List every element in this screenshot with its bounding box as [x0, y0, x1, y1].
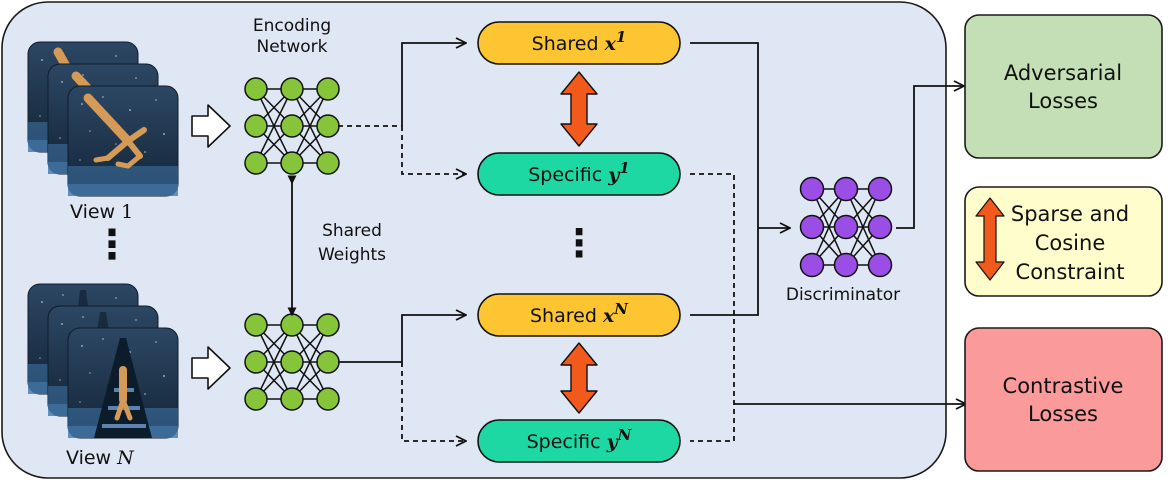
encoder-node	[280, 350, 304, 374]
encoder-node	[244, 313, 268, 337]
svg-text:Sparse and: Sparse and	[1011, 202, 1129, 226]
adversarial-losses-box: Adversarial Losses	[964, 14, 1163, 159]
encoder-node	[244, 151, 268, 175]
specific-to-contrastive-connectors	[690, 173, 735, 442]
discriminator-node	[833, 214, 859, 240]
encoder-node	[244, 350, 268, 374]
svg-text:Losses: Losses	[1028, 89, 1098, 113]
encoder-node	[280, 114, 304, 138]
encoder-node	[316, 387, 340, 411]
encoder-bottom-connectors	[338, 315, 466, 441]
shared-xn-pill: Shared xN	[477, 293, 681, 337]
shared-x1-pill: Shared x1	[477, 21, 681, 65]
network-edge	[811, 188, 847, 266]
svg-text:Shared x1: Shared x1	[532, 28, 627, 55]
hollow-right-arrow-icon	[191, 346, 231, 390]
orange-double-arrow-icon	[560, 71, 598, 147]
encoding-network-bottom	[244, 313, 340, 411]
discriminator-node	[799, 214, 825, 240]
constraint-box: Sparse and Cosine Constraint	[964, 186, 1163, 297]
encoder-node	[316, 151, 340, 175]
view-1-label: View 1	[70, 201, 133, 223]
network-edge	[845, 188, 881, 266]
discriminator-node	[833, 176, 859, 202]
encoder-title-line1: Encoding	[253, 16, 331, 36]
encoder-node	[280, 313, 304, 337]
features-ellipsis: ⋮	[560, 221, 598, 265]
discriminator-node	[799, 176, 825, 202]
encoder-node	[316, 313, 340, 337]
shared-to-discriminator-connectors	[690, 42, 790, 316]
specific-yn-pill: Specific yN	[477, 419, 681, 463]
contrastive-losses-box: Contrastive Losses	[964, 327, 1163, 472]
svg-text:Losses: Losses	[1028, 402, 1098, 426]
svg-text:Specific yN: Specific yN	[527, 426, 633, 453]
hollow-right-arrow-icon	[191, 104, 231, 148]
discriminator-node	[867, 214, 893, 240]
view-n-label: View N	[66, 447, 135, 469]
encoder-node	[316, 77, 340, 101]
encoding-network-top	[244, 77, 340, 175]
encoder-node	[280, 77, 304, 101]
specific-y1-pill: Specific y1	[477, 152, 681, 196]
svg-text:Shared xN: Shared xN	[530, 300, 629, 327]
main-panel	[1, 1, 947, 479]
encoder-node	[316, 114, 340, 138]
orange-double-arrow-icon	[560, 342, 598, 414]
svg-text:Contrastive: Contrastive	[1003, 374, 1124, 398]
discriminator-node	[867, 176, 893, 202]
shared-weights-line1: Shared	[322, 221, 382, 241]
encoder-top-connectors	[338, 43, 466, 174]
svg-text:Specific y1: Specific y1	[528, 159, 629, 186]
view-1-stack	[27, 41, 179, 197]
encoder-node	[244, 387, 268, 411]
discriminator-node	[867, 252, 893, 278]
svg-text:Cosine: Cosine	[1035, 231, 1106, 255]
shared-weights-line2: Weights	[318, 245, 386, 265]
views-ellipsis: ⋮	[92, 222, 132, 268]
discriminator-node	[833, 252, 859, 278]
discriminator-label: Discriminator	[786, 285, 900, 305]
orange-double-arrow-icon	[975, 197, 1005, 281]
network-edge	[291, 324, 329, 400]
encoder-node	[316, 350, 340, 374]
svg-text:Adversarial: Adversarial	[1004, 61, 1122, 85]
encoder-node	[244, 114, 268, 138]
encoder-node	[280, 151, 304, 175]
network-edge	[255, 324, 293, 400]
discriminator-network	[799, 176, 893, 278]
view-n-stack	[27, 283, 179, 439]
encoder-node	[280, 387, 304, 411]
network-edge	[291, 88, 329, 164]
svg-text:Constraint: Constraint	[1016, 260, 1125, 284]
encoder-title-line2: Network	[257, 37, 328, 57]
discriminator-node	[799, 252, 825, 278]
encoder-node	[244, 77, 268, 101]
adversarial-arrow	[896, 86, 964, 229]
network-edge	[255, 88, 293, 164]
